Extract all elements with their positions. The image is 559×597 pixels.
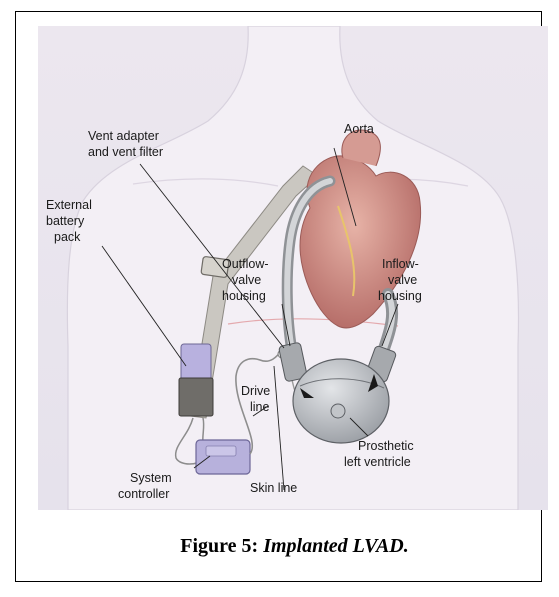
label-inflow-2: valve bbox=[388, 273, 417, 287]
battery-clip bbox=[179, 378, 213, 416]
figure-caption: Figure 5: Implanted LVAD. bbox=[31, 535, 558, 558]
label-battery-3: pack bbox=[54, 230, 81, 244]
lvad-illustration: Vent adapter and vent filter Aorta Exter… bbox=[38, 26, 548, 510]
label-vent-adapter: Vent adapter bbox=[88, 129, 159, 143]
label-prosthetic-1: Prosthetic bbox=[358, 439, 414, 453]
figure-frame: Vent adapter and vent filter Aorta Exter… bbox=[15, 11, 542, 582]
label-prosthetic-2: left ventricle bbox=[344, 455, 411, 469]
caption-prefix: Figure 5: bbox=[180, 535, 258, 557]
controller-panel bbox=[206, 446, 236, 456]
label-inflow-3: housing bbox=[378, 289, 422, 303]
label-system-2: controller bbox=[118, 487, 169, 501]
label-outflow-1: Outflow- bbox=[222, 257, 269, 271]
prosthetic-left-ventricle bbox=[293, 359, 389, 443]
label-inflow-1: Inflow- bbox=[382, 257, 419, 271]
system-controller bbox=[196, 440, 250, 474]
label-drive-2: line bbox=[250, 400, 270, 414]
label-outflow-3: housing bbox=[222, 289, 266, 303]
label-drive-1: Drive bbox=[241, 384, 270, 398]
label-battery-2: battery bbox=[46, 214, 85, 228]
label-aorta: Aorta bbox=[344, 122, 374, 136]
label-outflow-2: valve bbox=[232, 273, 261, 287]
label-system-1: System bbox=[130, 471, 172, 485]
label-battery-1: External bbox=[46, 198, 92, 212]
label-skin-line: Skin line bbox=[250, 481, 297, 495]
caption-title: Implanted LVAD. bbox=[263, 535, 409, 557]
label-vent-filter: and vent filter bbox=[88, 145, 163, 159]
pump-hub bbox=[331, 404, 345, 418]
